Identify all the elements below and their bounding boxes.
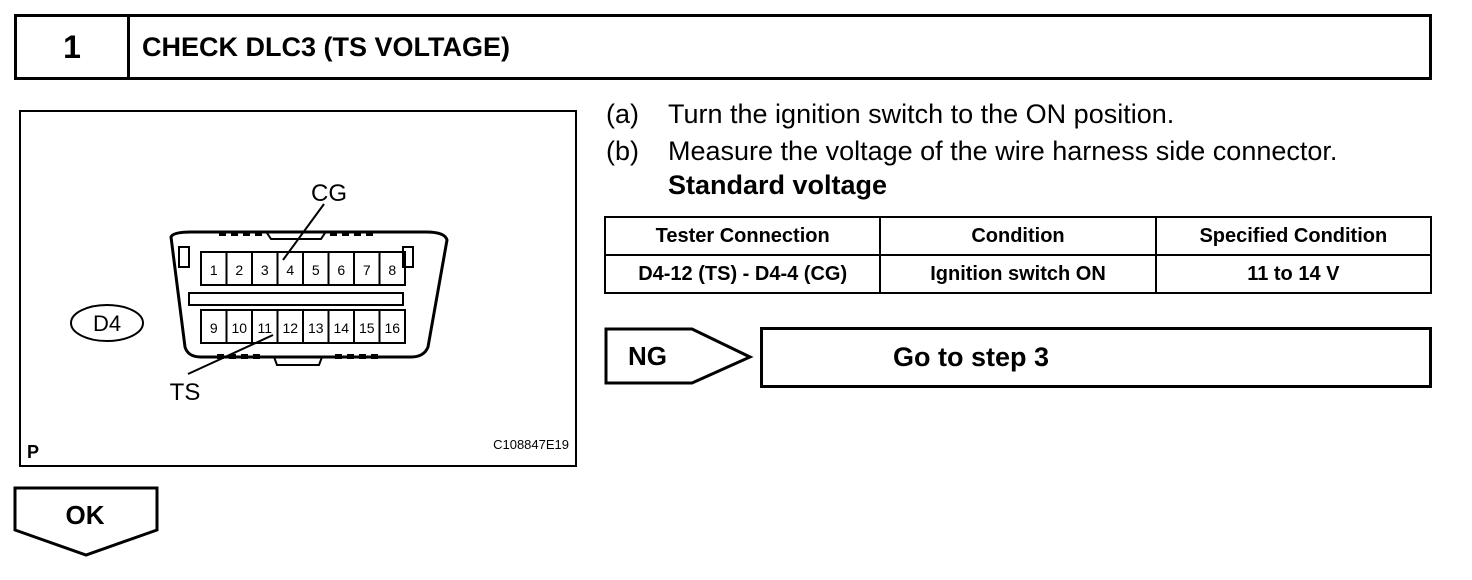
ts-label: TS — [170, 379, 201, 406]
pin-number-3: 3 — [261, 262, 269, 278]
spec-table: Tester Connection Condition Specified Co… — [603, 216, 1433, 294]
instruction-a-text: Turn the ignition switch to the ON posit… — [668, 99, 1175, 129]
pin-number-4: 4 — [286, 262, 294, 278]
cell-condition: Ignition switch ON — [879, 254, 1157, 294]
pin-number-14: 14 — [333, 320, 349, 336]
pin-number-11: 11 — [257, 320, 272, 336]
instruction-b: (b) Measure the voltage of the wire harne… — [606, 133, 1337, 169]
ok-result-arrow: OK — [13, 486, 161, 563]
pin-number-16: 16 — [384, 320, 400, 336]
pin-number-2: 2 — [235, 262, 243, 278]
header-tester-connection: Tester Connection — [603, 216, 882, 256]
figure-code: C108847E19 — [493, 437, 569, 452]
pin-number-7: 7 — [363, 262, 371, 278]
pin-number-10: 10 — [231, 320, 247, 336]
ng-label: NG — [628, 341, 667, 371]
cg-label: CG — [311, 180, 347, 207]
connector-label: D4 — [93, 311, 121, 336]
standard-voltage-label: Standard voltage — [668, 170, 888, 200]
step-number: 1 — [17, 17, 130, 77]
goto-step-text: Go to step 3 — [893, 342, 1050, 372]
corner-mark: P — [27, 442, 39, 462]
pin-number-13: 13 — [308, 320, 324, 336]
ok-label: OK — [66, 500, 105, 530]
cell-specified-condition: 11 to 14 V — [1154, 254, 1433, 294]
instruction-a: (a) Turn the ignition switch to the ON po… — [606, 96, 1174, 132]
pin-cell-16 — [378, 309, 406, 344]
pin-number-1: 1 — [210, 262, 218, 278]
connector-callout-oval — [70, 304, 144, 342]
instruction-b-mark: (b) — [606, 136, 639, 166]
table-header-row: Tester Connection Condition Specified Co… — [603, 216, 1433, 256]
pin-number-6: 6 — [337, 262, 345, 278]
header-specified-condition: Specified Condition — [1154, 216, 1433, 256]
step-header: 1 CHECK DLC3 (TS VOLTAGE) — [14, 14, 1432, 80]
instruction-a-mark: (a) — [606, 99, 639, 129]
pin-number-12: 12 — [282, 320, 298, 336]
pin-number-8: 8 — [388, 262, 396, 278]
pin-number-9: 9 — [210, 320, 218, 336]
pin-cell-8 — [378, 251, 406, 286]
instruction-b-text: Measure the voltage of the wire harness … — [668, 136, 1338, 166]
pin-number-15: 15 — [359, 320, 375, 336]
step-title: CHECK DLC3 (TS VOLTAGE) — [142, 31, 510, 62]
table-row: D4-12 (TS) - D4-4 (CG) Ignition switch O… — [603, 254, 1433, 294]
header-condition: Condition — [879, 216, 1157, 256]
ng-result-arrow: NG — [604, 327, 754, 392]
goto-step-box: Go to step 3 — [760, 327, 1432, 388]
cell-tester-connection: D4-12 (TS) - D4-4 (CG) — [603, 254, 882, 294]
pin-number-5: 5 — [312, 262, 320, 278]
